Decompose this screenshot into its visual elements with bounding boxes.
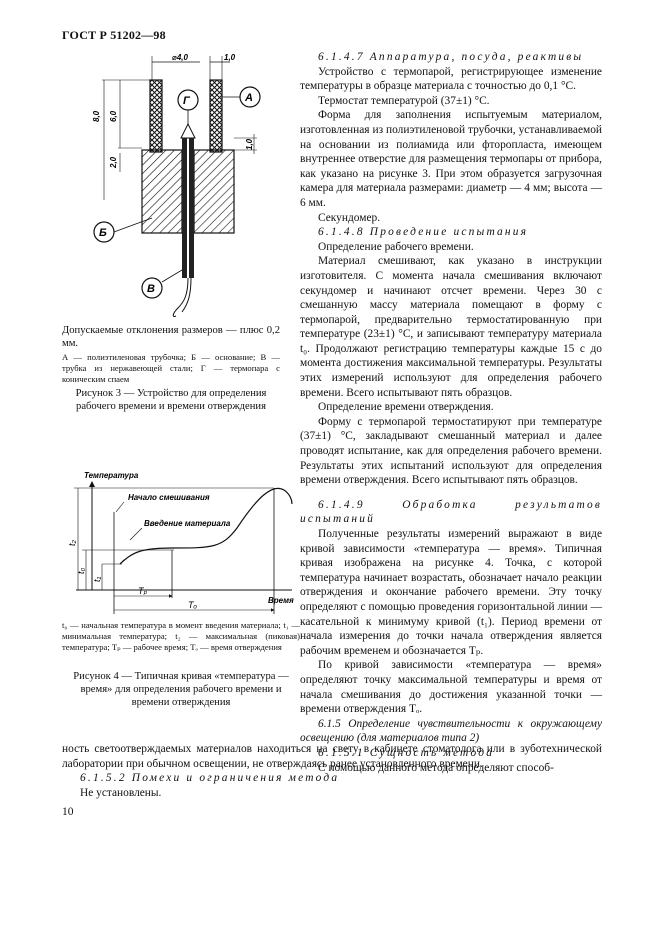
section-6-1-4-9-title: 6.1.4.9 Обработка результатов испытаний xyxy=(300,498,602,526)
paragraph-method-continued: ность светоотверждаемых материалов наход… xyxy=(62,743,602,770)
axis-x-label: Время xyxy=(268,596,294,605)
paragraph-curing-time: Определение времени отверждения. xyxy=(318,401,494,414)
figure-3-caption: Рисунок 3 — Устройство для определения р… xyxy=(75,388,267,412)
paragraph-apparatus: Устройство с термопарой, регистрирующее … xyxy=(300,65,602,93)
annot-mix: Начало смешивания xyxy=(128,493,210,502)
marker-v: В xyxy=(147,283,155,295)
bottom-text: ность светоотверждаемых материалов наход… xyxy=(62,742,602,800)
paragraph-stopwatch: Секундомер. xyxy=(318,211,381,224)
marker-g: Г xyxy=(183,95,191,107)
right-column: 6.1.4.7 Аппаратура, посуда, реактивы Уст… xyxy=(300,50,602,775)
paragraph-working-time: Определение рабочего времени. xyxy=(318,240,474,253)
figure-3-legend: А — полиэтиленовая трубочка; Б — основан… xyxy=(62,352,280,384)
figure-4-legend: t₀ — начальная температура в момент введ… xyxy=(62,620,300,652)
figure-3-tolerance: Допускаемые отклонения размеров — плюс 0… xyxy=(62,325,280,349)
label-t1: t₁ xyxy=(92,576,102,582)
paragraph-results: Полученные результаты измерений выражают… xyxy=(300,528,602,657)
dim-inner: ⌀4,0 xyxy=(172,53,188,62)
figure-4-chart: Температура Время Начало смешивания Введ… xyxy=(67,471,294,614)
paragraph-method-start: С помощью данного метода определяют спос… xyxy=(318,761,554,774)
paragraph-curing-procedure: Форму с термопарой термостатируют при те… xyxy=(300,415,602,487)
marker-b: Б xyxy=(99,227,107,239)
paragraph-mold: Форма для заполнения испытуемым материал… xyxy=(300,109,602,209)
label-Tp: Tₚ xyxy=(138,586,147,596)
section-6-1-4-8-title: 6.1.4.8 Проведение испытания xyxy=(318,226,529,239)
section-6-1-5-1-title: 6.1.5.1 Сущность метода xyxy=(318,746,495,759)
axis-y-label: Температура xyxy=(84,471,139,480)
paragraph-not-established: Не установлены. xyxy=(80,786,162,799)
paragraph-max-temp: По кривой зависимости «температура — вре… xyxy=(300,659,602,716)
label-To: Tₒ xyxy=(188,600,197,610)
page-number: 10 xyxy=(62,806,74,818)
section-6-1-5-2-title: 6.1.5.2 Помехи и ограничения метода xyxy=(80,772,340,785)
paragraph-thermostat: Термостат температурой (37±1) °С. xyxy=(318,94,490,107)
dim-wall: 1,0 xyxy=(224,53,236,62)
paragraph-mixing: Материал смешивают, как указано в инстру… xyxy=(300,255,602,399)
section-6-1-4-7-title: 6.1.4.7 Аппаратура, посуда, реактивы xyxy=(318,51,584,63)
figure-3-diagram: ⌀4,0 1,0 8,0 6,0 2,0 1,0 Г А Б В xyxy=(92,53,261,317)
dim-base-gap: 2,0 xyxy=(109,156,118,169)
marker-a: А xyxy=(244,92,253,104)
figure-4-caption: Рисунок 4 — Типичная кривая «температура… xyxy=(73,671,289,708)
label-t2: t₂ xyxy=(67,539,77,546)
document-header: ГОСТ Р 51202—98 xyxy=(62,28,166,42)
dim-tube-len: 1,0 xyxy=(245,138,254,150)
dim-height-chamber: 6,0 xyxy=(109,110,118,122)
section-6-1-5-title: 6.1.5 Определение чувствительности к окр… xyxy=(300,717,602,745)
annot-intro: Введение материала xyxy=(144,519,231,528)
label-t0: t₀ xyxy=(76,567,86,574)
dim-height-total: 8,0 xyxy=(92,110,101,122)
